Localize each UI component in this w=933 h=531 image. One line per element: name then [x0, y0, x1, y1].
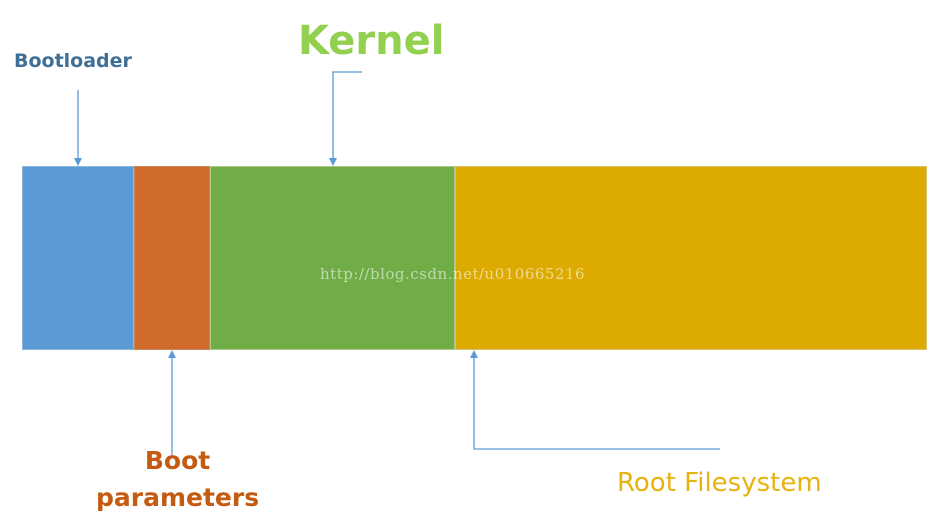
root-filesystem-segment [455, 166, 927, 350]
kernel-label: Kernel [298, 18, 445, 64]
boot-parameters-segment [134, 166, 210, 350]
root-filesystem-arrow [470, 350, 720, 450]
kernel-segment [210, 166, 455, 350]
watermark-text: http://blog.csdn.net/u010665216 [320, 265, 586, 283]
bootloader-segment [22, 166, 134, 350]
kernel-arrow [329, 71, 362, 166]
boot-parameters-label-line2: parameters [96, 483, 260, 512]
root-filesystem-label: Root Filesystem [617, 468, 822, 498]
bootloader-label: Bootloader [14, 50, 132, 72]
boot-parameters-label-line1: Boot [144, 446, 211, 475]
boot-parameters-label: Boot parameters [96, 442, 259, 516]
